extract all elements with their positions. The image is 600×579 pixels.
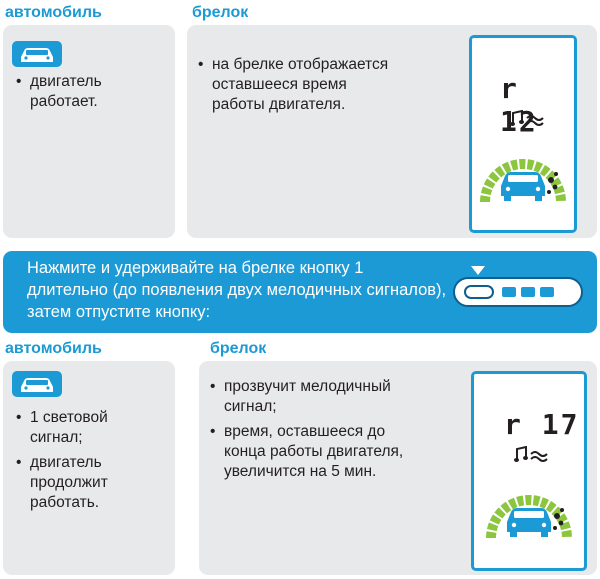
car-badge	[12, 41, 62, 67]
fob-button-4	[540, 287, 554, 297]
car-icon	[21, 48, 53, 62]
instruction-text: Нажмите и удерживайте на брелке кнопку 1…	[27, 259, 447, 321]
list-item: двигатель работает.	[16, 72, 166, 112]
melody-icon	[514, 446, 548, 462]
fob-status-list: прозвучит мелодичный сигнал; время, оста…	[210, 377, 415, 487]
fob-card: прозвучит мелодичный сигнал; время, оста…	[199, 361, 597, 575]
car-status-list: двигатель работает.	[16, 72, 166, 117]
fob-card: на брелке отображается оставшееся время …	[187, 25, 597, 238]
fob-display: r 17	[471, 371, 587, 571]
list-item: время, оставшееся до конца работы двигат…	[210, 422, 415, 482]
fob-header: брелок	[210, 340, 267, 357]
exhaust-icon	[553, 508, 564, 530]
car-header: автомобиль	[5, 4, 102, 21]
car-status-list: 1 световой сигнал; двигатель продолжит р…	[16, 408, 156, 518]
car-header: автомобиль	[5, 340, 102, 357]
fob-header: брелок	[192, 4, 249, 21]
fob-button-1	[464, 285, 494, 299]
car-card: двигатель работает.	[3, 25, 175, 238]
list-item: 1 световой сигнал;	[16, 408, 156, 448]
car-card: 1 световой сигнал; двигатель продолжит р…	[3, 361, 175, 575]
car-icon	[21, 378, 53, 392]
button-pointer-icon	[471, 266, 485, 275]
car-badge	[12, 371, 62, 397]
gauge-icon	[480, 159, 566, 203]
display-value: r 17	[504, 408, 580, 441]
list-item: на брелке отображается оставшееся время …	[198, 55, 398, 115]
car-icon	[507, 508, 551, 537]
melody-icon	[510, 110, 544, 126]
exhaust-icon	[547, 172, 558, 194]
display-value: r 12	[500, 72, 538, 138]
list-item: прозвучит мелодичный сигнал;	[210, 377, 415, 417]
fob-button-2	[502, 287, 516, 297]
keyfob-drawing	[453, 277, 583, 307]
fob-button-3	[521, 287, 535, 297]
gauge-icon	[486, 495, 572, 539]
car-icon	[501, 172, 545, 201]
fob-status-list: на брелке отображается оставшееся время …	[198, 55, 398, 120]
list-item: двигатель продолжит работать.	[16, 453, 156, 513]
fob-display: r 12	[469, 35, 577, 233]
